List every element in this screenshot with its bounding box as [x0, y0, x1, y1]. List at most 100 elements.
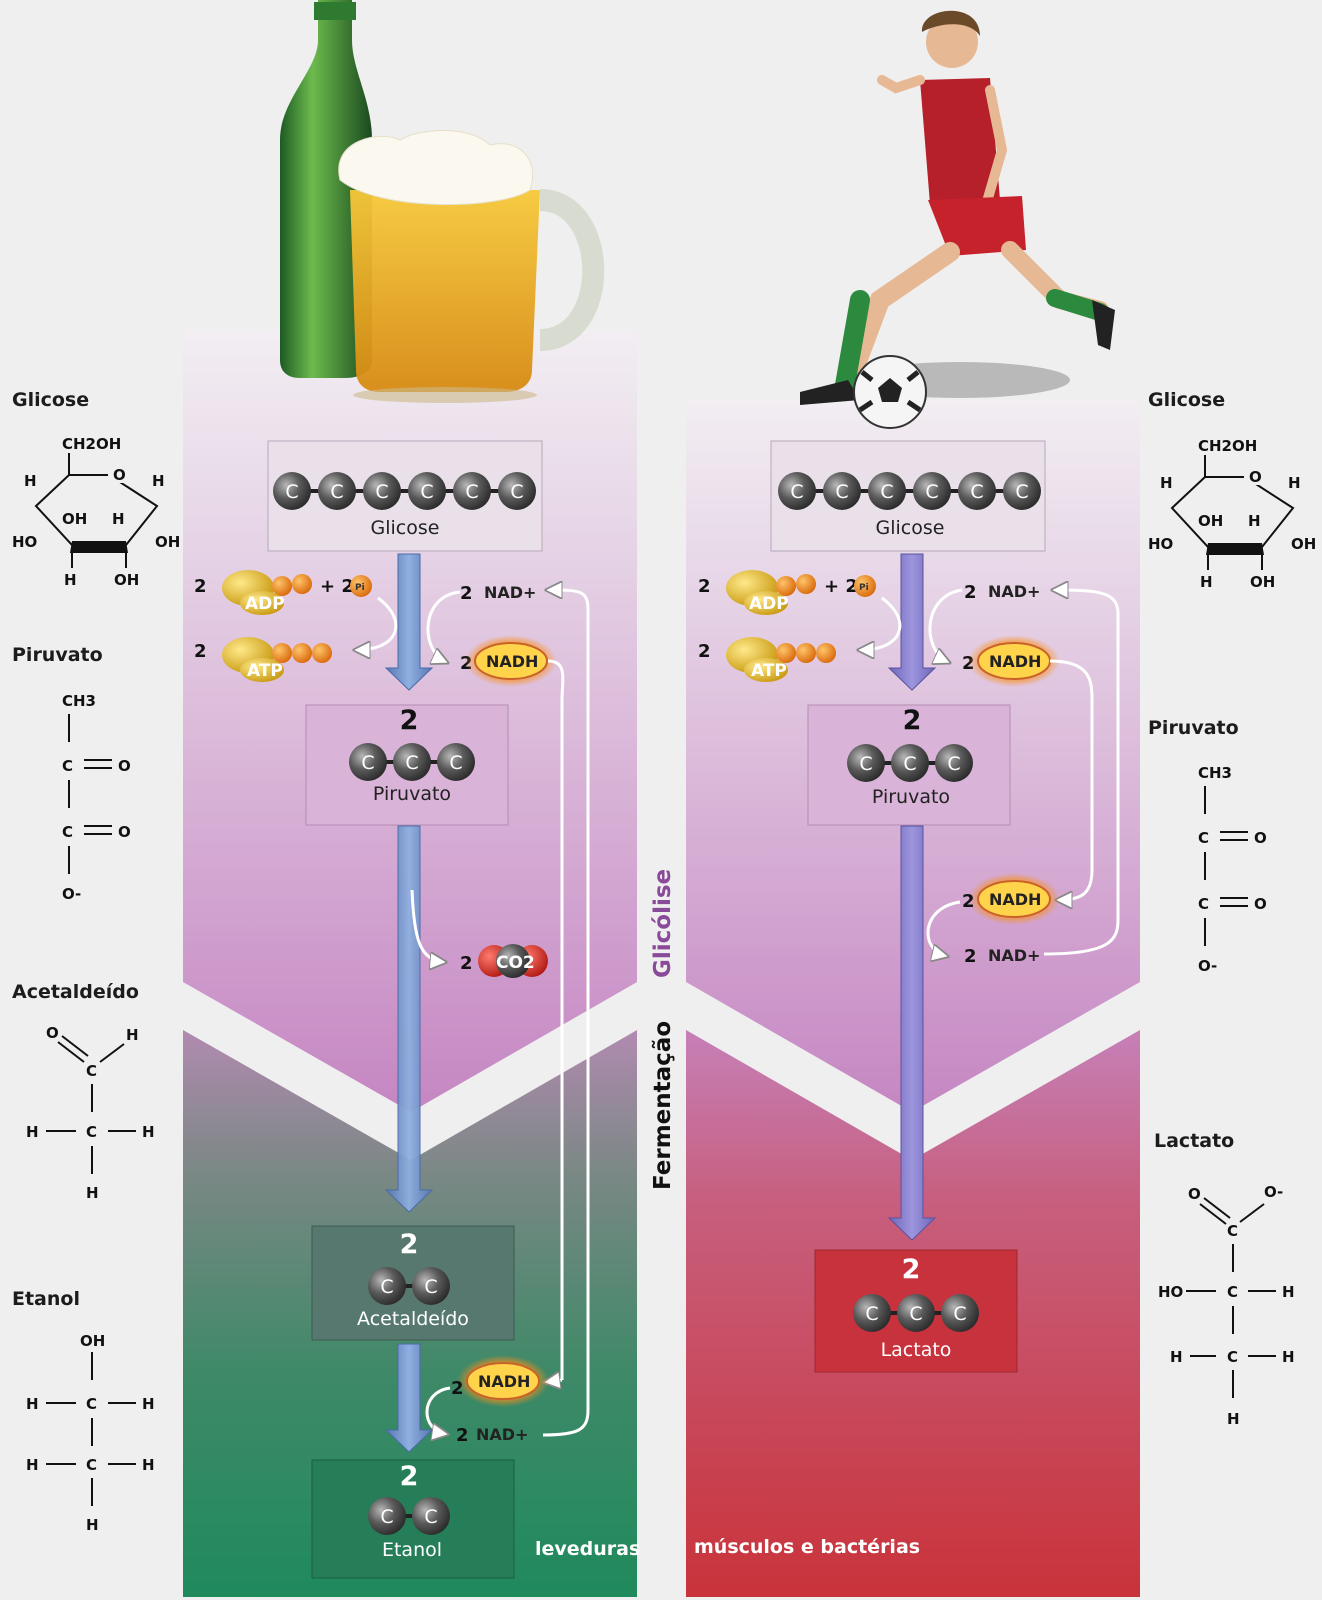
carbon-label: C — [330, 481, 343, 503]
carbon-label: C — [380, 1506, 393, 1528]
svg-text:CH2OH: CH2OH — [1198, 437, 1257, 455]
carbon-label: C — [465, 481, 478, 503]
acetaldehyde-structure-left: O H C H C H H — [26, 1024, 155, 1202]
ethanol-structure-left: OH H C H H C H H — [26, 1332, 155, 1534]
svg-text:C: C — [86, 1123, 97, 1141]
svg-text:O: O — [118, 757, 131, 775]
atp-molecule: ATP — [222, 637, 332, 682]
svg-text:C: C — [86, 1395, 97, 1413]
carbon-atom — [412, 1267, 450, 1305]
svg-text:H: H — [152, 472, 165, 490]
svg-text:H: H — [24, 472, 37, 490]
right-flow-arrows — [887, 553, 937, 1241]
label-lactato-right: Lactato — [1154, 1130, 1234, 1152]
carbon-atom — [498, 472, 536, 510]
carbon-atom — [853, 1294, 891, 1332]
svg-text:O: O — [118, 823, 131, 841]
carbon-atom — [408, 472, 446, 510]
svg-text:2: 2 — [902, 1254, 921, 1285]
label-acetaldeido-left: Acetaldeído — [12, 981, 139, 1003]
label-musculos-bacterias: músculos e bactérias — [694, 1536, 920, 1558]
left-structures: Glicose CH2OH O H H HO OH OH H H OH Piru… — [12, 389, 180, 1534]
svg-text:CH3: CH3 — [1198, 764, 1232, 782]
svg-text:CH3: CH3 — [62, 692, 96, 710]
carbon-atom — [393, 743, 431, 781]
svg-text:O: O — [46, 1024, 59, 1042]
carbon-atom — [363, 472, 401, 510]
svg-text:OH: OH — [1250, 573, 1275, 591]
carbon-label: C — [865, 1303, 878, 1325]
svg-text:NADH: NADH — [478, 1372, 530, 1391]
carbon-atom — [958, 472, 996, 510]
label-fermentacao: Fermentação — [650, 1021, 676, 1190]
svg-text:+ 2: + 2 — [320, 576, 354, 597]
svg-text:2: 2 — [903, 705, 922, 736]
svg-text:NADH: NADH — [989, 652, 1041, 671]
carbon-label: C — [380, 1276, 393, 1298]
atom-ch2oh: CH2OH — [62, 435, 121, 453]
svg-text:OH: OH — [80, 1332, 105, 1350]
carbon-label: C — [790, 481, 803, 503]
svg-text:H: H — [1227, 1410, 1240, 1428]
svg-text:Etanol: Etanol — [382, 1539, 442, 1561]
svg-text:H: H — [1282, 1348, 1295, 1366]
svg-text:H: H — [1200, 573, 1213, 591]
glucose-structure-left: CH2OH O H H HO OH OH H H OH — [12, 435, 180, 589]
carbon-label: C — [903, 753, 916, 775]
atp-molecule-right: ATP — [726, 637, 836, 682]
carbon-atom — [349, 743, 387, 781]
svg-text:2: 2 — [194, 576, 207, 597]
svg-text:2: 2 — [400, 1229, 419, 1260]
carbon-label: C — [405, 752, 418, 774]
carbon-label: C — [449, 752, 462, 774]
svg-text:NAD+: NAD+ — [484, 583, 536, 602]
svg-text:ADP: ADP — [245, 594, 285, 614]
svg-text:H: H — [26, 1395, 39, 1413]
svg-text:H: H — [1170, 1348, 1183, 1366]
carbon-atom — [437, 743, 475, 781]
carbon-atom — [913, 472, 951, 510]
svg-text:2: 2 — [451, 1378, 464, 1399]
lactate-structure-right: O O- C HO C H H C H H — [1158, 1183, 1295, 1428]
carbon-atom — [935, 744, 973, 782]
carbon-label: C — [909, 1303, 922, 1325]
svg-text:CO2: CO2 — [496, 953, 535, 973]
svg-text:ADP: ADP — [749, 594, 789, 614]
carbon-label: C — [953, 1303, 966, 1325]
svg-text:C: C — [1227, 1222, 1238, 1240]
soccer-player-illustration — [800, 10, 1115, 429]
carbon-atom — [318, 472, 356, 510]
svg-text:2: 2 — [962, 891, 975, 912]
svg-text:OH: OH — [1291, 535, 1316, 553]
svg-text:2: 2 — [698, 641, 711, 662]
svg-text:2: 2 — [456, 1425, 469, 1446]
svg-text:Piruvato: Piruvato — [373, 783, 451, 805]
svg-text:Pi: Pi — [355, 583, 365, 593]
svg-text:H: H — [64, 571, 77, 589]
svg-text:Piruvato: Piruvato — [872, 786, 950, 808]
svg-text:HO: HO — [1148, 535, 1173, 553]
svg-text:Acetaldeído: Acetaldeído — [357, 1308, 469, 1330]
svg-text:NADH: NADH — [989, 890, 1041, 909]
svg-text:C: C — [1227, 1348, 1238, 1366]
beer-illustration — [280, 0, 605, 403]
carbon-atom — [897, 1294, 935, 1332]
svg-text:O-: O- — [1264, 1183, 1283, 1201]
pyruvate-structure-left: CH3 C O C O O- — [62, 692, 131, 903]
carbon-atom — [1003, 472, 1041, 510]
carbon-atom — [368, 1267, 406, 1305]
svg-text:2: 2 — [964, 582, 977, 603]
svg-text:O-: O- — [62, 885, 81, 903]
right-structures: Glicose CH2OH O H H HO OH OH H H OH Piru… — [1148, 389, 1316, 1428]
svg-text:C: C — [1198, 829, 1209, 847]
carbon-atom — [412, 1497, 450, 1535]
